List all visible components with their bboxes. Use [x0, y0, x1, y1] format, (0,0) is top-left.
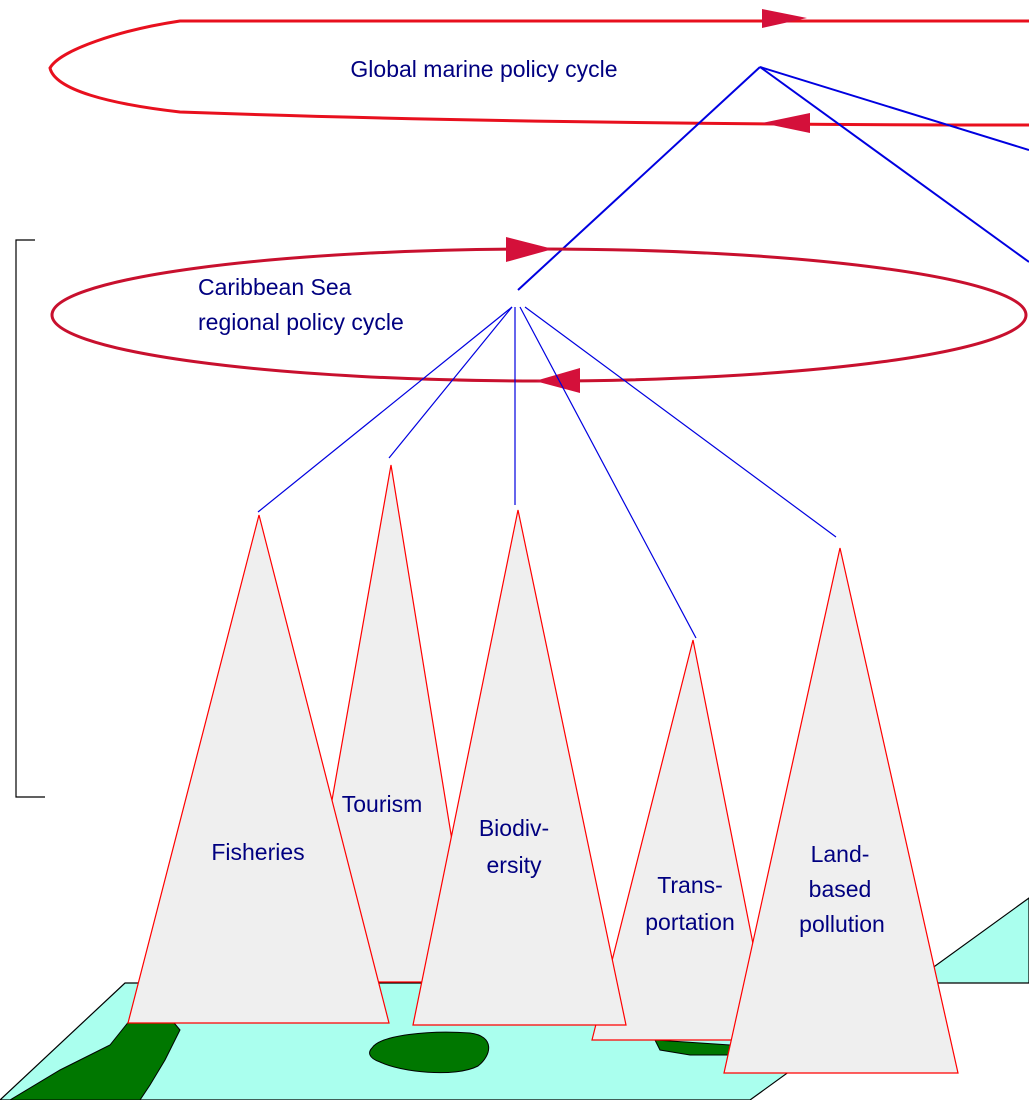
global-cycle-arrow-right: [762, 9, 807, 28]
sector-label-land-line1: Land-: [811, 841, 870, 867]
link-global-to-regional: [517, 66, 761, 291]
sector-biodiversity: Biodiv- ersity: [412, 509, 627, 1026]
regional-cycle-label-line2: regional policy cycle: [198, 309, 404, 335]
land-mass-island: [369, 1031, 490, 1074]
sector-label-biodiversity-line1: Biodiv-: [479, 815, 549, 841]
global-cycle-arrow-left: [762, 113, 810, 133]
link-to-tourism: [388, 306, 513, 459]
sector-label-transportation-line2: portation: [645, 909, 735, 935]
cone-transportation: [591, 639, 773, 1041]
cone-biodiversity: [412, 509, 627, 1026]
sector-label-land-line2: based: [809, 876, 872, 902]
sector-label-fisheries: Fisheries: [211, 839, 304, 865]
regional-cycle-label-line1: Caribbean Sea: [198, 274, 352, 300]
regional-cycle: Caribbean Sea regional policy cycle: [50, 237, 1028, 393]
sector-land-based-pollution: Land- based pollution: [723, 547, 959, 1074]
link-to-land-based-pollution: [524, 306, 837, 538]
global-links: [517, 66, 1029, 291]
link-to-transportation: [519, 306, 697, 639]
link-global-right-2: [759, 66, 1029, 263]
land-mass-right: [654, 1039, 736, 1056]
sector-label-land-line3: pollution: [799, 911, 885, 937]
sector-fisheries: Fisheries: [127, 514, 390, 1024]
regional-cycle-arrow-left: [535, 368, 580, 393]
link-global-right-1: [759, 66, 1029, 151]
global-cycle-label: Global marine policy cycle: [350, 56, 617, 82]
global-cycle: Global marine policy cycle: [48, 9, 1029, 133]
level-bracket: [15, 239, 45, 798]
regional-cycle-arrow-right: [506, 237, 553, 262]
sector-label-tourism: Tourism: [342, 791, 423, 817]
cone-fisheries: [127, 514, 390, 1024]
link-to-fisheries: [257, 306, 513, 513]
sector-label-biodiversity-line2: ersity: [487, 852, 542, 878]
land-mass-left: [9, 1017, 181, 1100]
regional-links: [257, 306, 837, 639]
sector-transportation: Trans- portation: [591, 639, 773, 1041]
global-cycle-loop: [48, 19, 1029, 127]
cone-land-based-pollution: [723, 547, 959, 1074]
sector-label-transportation-line1: Trans-: [657, 872, 723, 898]
